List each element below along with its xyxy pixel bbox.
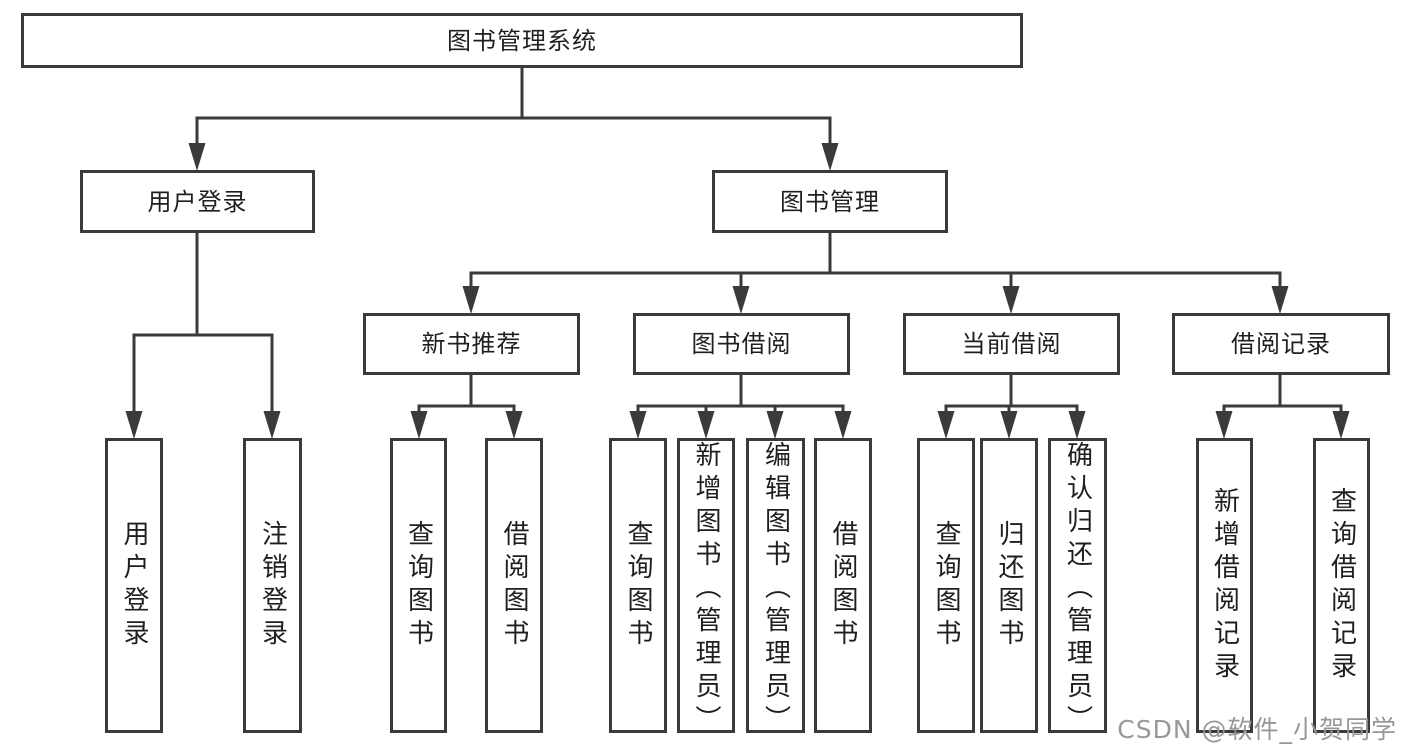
node-leaf-bb-edit: 编辑图书（管理员） [746, 438, 805, 738]
node-user-login: 用户登录 [80, 170, 315, 233]
arrowhead-icon [462, 286, 480, 314]
arrowhead-icon [505, 411, 523, 439]
node-new-book-rec: 新书推荐 [363, 313, 580, 375]
node-book-borrow: 图书借阅 [633, 313, 850, 375]
arrowhead-icon [821, 143, 839, 171]
node-leaf-nbr-borrow: 借阅图书 [485, 438, 543, 733]
arrowhead-icon [1215, 411, 1233, 439]
node-leaf-bb-borrow: 借阅图书 [814, 438, 872, 733]
arrowhead-icon [732, 286, 750, 314]
arrowhead-icon [1068, 411, 1086, 439]
arrowhead-icon [1000, 411, 1018, 439]
node-leaf-nbr-query: 查询图书 [390, 438, 447, 733]
node-current-borrow: 当前借阅 [903, 313, 1120, 375]
arrowhead-icon [766, 411, 784, 439]
arrowhead-icon [410, 411, 428, 439]
node-root: 图书管理系统 [21, 13, 1023, 68]
arrowhead-icon [1332, 411, 1350, 439]
node-leaf-user-login: 用户登录 [105, 438, 163, 733]
arrowhead-icon [937, 411, 955, 439]
node-leaf-logout: 注销登录 [243, 438, 302, 733]
node-leaf-cb-confirm: 确认归还（管理员） [1048, 438, 1107, 738]
arrowhead-icon [834, 411, 852, 439]
node-book-mgmt: 图书管理 [712, 170, 948, 233]
node-leaf-cb-return: 归还图书 [980, 438, 1038, 733]
arrowhead-icon [1002, 286, 1020, 314]
node-leaf-bb-query: 查询图书 [609, 438, 667, 733]
arrowhead-icon [1271, 286, 1289, 314]
node-borrow-records: 借阅记录 [1172, 313, 1390, 375]
node-leaf-bb-add: 新增图书（管理员） [677, 438, 735, 738]
node-leaf-br-query: 查询借阅记录 [1313, 438, 1370, 733]
arrowhead-icon [697, 411, 715, 439]
node-leaf-br-add: 新增借阅记录 [1196, 438, 1253, 733]
arrowhead-icon [629, 411, 647, 439]
arrowhead-icon [188, 143, 206, 171]
arrowhead-icon [263, 411, 281, 439]
node-leaf-cb-query: 查询图书 [917, 438, 975, 733]
arrowhead-icon [125, 411, 143, 439]
